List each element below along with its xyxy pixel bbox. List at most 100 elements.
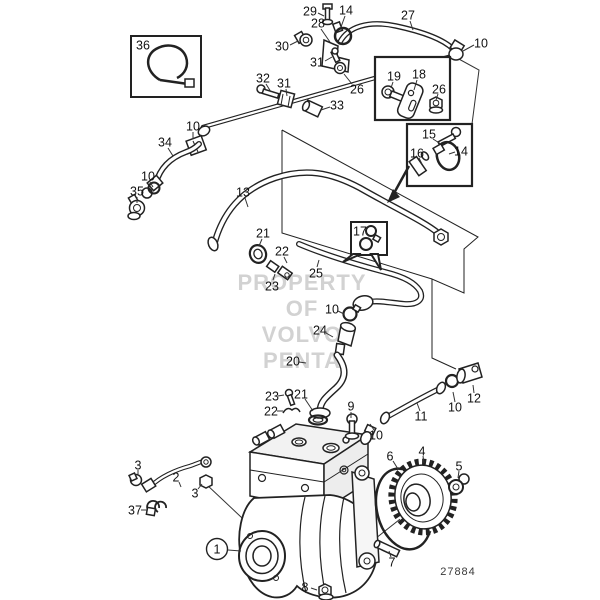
inset-arrow: [387, 165, 411, 203]
bolt-23-lower: [284, 388, 296, 407]
callout-leader-29: [317, 12, 325, 17]
callout-label-6: 6: [387, 450, 394, 464]
callout-leader-5: [457, 470, 460, 479]
callout-label-37: 37: [128, 504, 142, 518]
callout-leader-19: [390, 81, 394, 89]
callout-label-25: 25: [309, 267, 323, 281]
callout-leader-10: [369, 423, 375, 431]
callout-label-19: 19: [387, 70, 401, 84]
inset-box-18-19-26: [373, 55, 452, 122]
nut-26-inset: [428, 96, 444, 114]
clip-3-left: [128, 472, 143, 487]
callout-leader-24: [325, 332, 334, 338]
clamp-14-top: [331, 20, 353, 46]
compressor: [238, 388, 380, 599]
callout-label-10: 10: [186, 120, 200, 134]
callout-label-3: 3: [192, 487, 199, 501]
hose-11-assembly: [379, 362, 483, 425]
elbow-24: [334, 321, 357, 356]
bolt-32: [256, 84, 280, 100]
washer-5: [448, 473, 470, 495]
clamp-10-under-25: [342, 303, 362, 322]
callout-label-14: 14: [339, 4, 353, 18]
callout-leader-31: [285, 88, 288, 97]
callout-leader-1: [227, 549, 242, 552]
valve-stubs: [251, 423, 286, 447]
callout-leader-10: [149, 181, 154, 188]
nut-3-right: [199, 474, 213, 489]
callout-leader-21: [258, 238, 263, 247]
pin-7: [373, 539, 401, 558]
callout-label-13: 13: [236, 186, 250, 200]
callout-leader-10: [452, 391, 456, 403]
callout-leader-22: [283, 256, 288, 264]
clip-22-mid: [265, 259, 294, 281]
callout-label-21: 21: [256, 227, 270, 241]
callout-leader-26: [343, 73, 353, 85]
spacer-33: [301, 99, 324, 118]
callout-label-10: 10: [448, 401, 462, 415]
callout-leader-13: [244, 197, 249, 208]
callout-leader-31: [324, 56, 333, 62]
callout-label-22: 22: [264, 405, 278, 419]
callout-label-31: 31: [310, 56, 324, 70]
callout-label-31: 31: [277, 77, 291, 91]
bracket-plate-18: [396, 82, 424, 120]
callout-leader-27: [409, 20, 414, 31]
bolt-31-upper: [330, 47, 341, 64]
callout-label-30: 30: [275, 40, 289, 54]
callout-label-12: 12: [467, 392, 481, 406]
callout-label-22: 22: [275, 245, 289, 259]
drawing-number: 27884: [440, 566, 476, 578]
callout-label-20: 20: [286, 355, 300, 369]
callout-leader-2: [178, 481, 182, 488]
callout-leader-12: [472, 384, 475, 394]
callout-label-32: 32: [256, 72, 270, 86]
ring-21-mid: [248, 244, 268, 264]
hose-20: [307, 351, 348, 426]
callout-label-36: 36: [136, 39, 150, 53]
top-pipe-assembly: [127, 3, 466, 221]
callout-label-29: 29: [303, 5, 317, 19]
callout-label-17: 17: [353, 225, 367, 239]
callout-label-16: 16: [410, 147, 424, 161]
callout-leader-28: [320, 28, 331, 43]
callout-leader-18: [413, 79, 418, 91]
gear-4: [388, 458, 458, 536]
banjo-bolt-9: [344, 413, 360, 440]
callout-label-3: 3: [135, 459, 142, 473]
callout-leader-34: [167, 147, 174, 157]
callout-label-10: 10: [325, 303, 339, 317]
watermark-line1: PROPERTY OF: [237, 270, 367, 321]
callout-label-21: 21: [294, 388, 308, 402]
callout-label-24: 24: [313, 324, 327, 338]
gear-assembly: [318, 458, 470, 600]
bolt-29: [321, 3, 334, 26]
callout-leader-16: [418, 157, 423, 165]
callout-leader-32: [265, 83, 272, 93]
callout-circle-1: [205, 537, 229, 561]
callout-label-33: 33: [330, 99, 344, 113]
callout-leader-23: [272, 273, 276, 281]
banjo-30: [293, 30, 313, 47]
callout-label-11: 11: [415, 410, 428, 424]
clip-37: [145, 499, 167, 517]
callout-leader-15: [432, 138, 442, 145]
inset-box-15-16-14: [405, 122, 474, 188]
callout-leader-20: [298, 361, 307, 364]
callout-label-2: 2: [173, 471, 180, 485]
callout-leader-6: [392, 460, 399, 470]
callout-leader-11: [416, 402, 421, 412]
callout-label-5: 5: [456, 460, 463, 474]
callout-leader-25: [316, 259, 320, 268]
cable-tie-head: [184, 78, 195, 88]
callout-label-10: 10: [141, 170, 155, 184]
callout-label-1: 1: [214, 543, 221, 557]
callout-label-4: 4: [419, 445, 426, 459]
hose-13: [207, 169, 449, 281]
hose-2-assembly: [128, 456, 213, 517]
callout-leader-4: [422, 455, 425, 464]
clamp-31-lower: [276, 89, 296, 109]
callout-label-28: 28: [311, 17, 325, 31]
